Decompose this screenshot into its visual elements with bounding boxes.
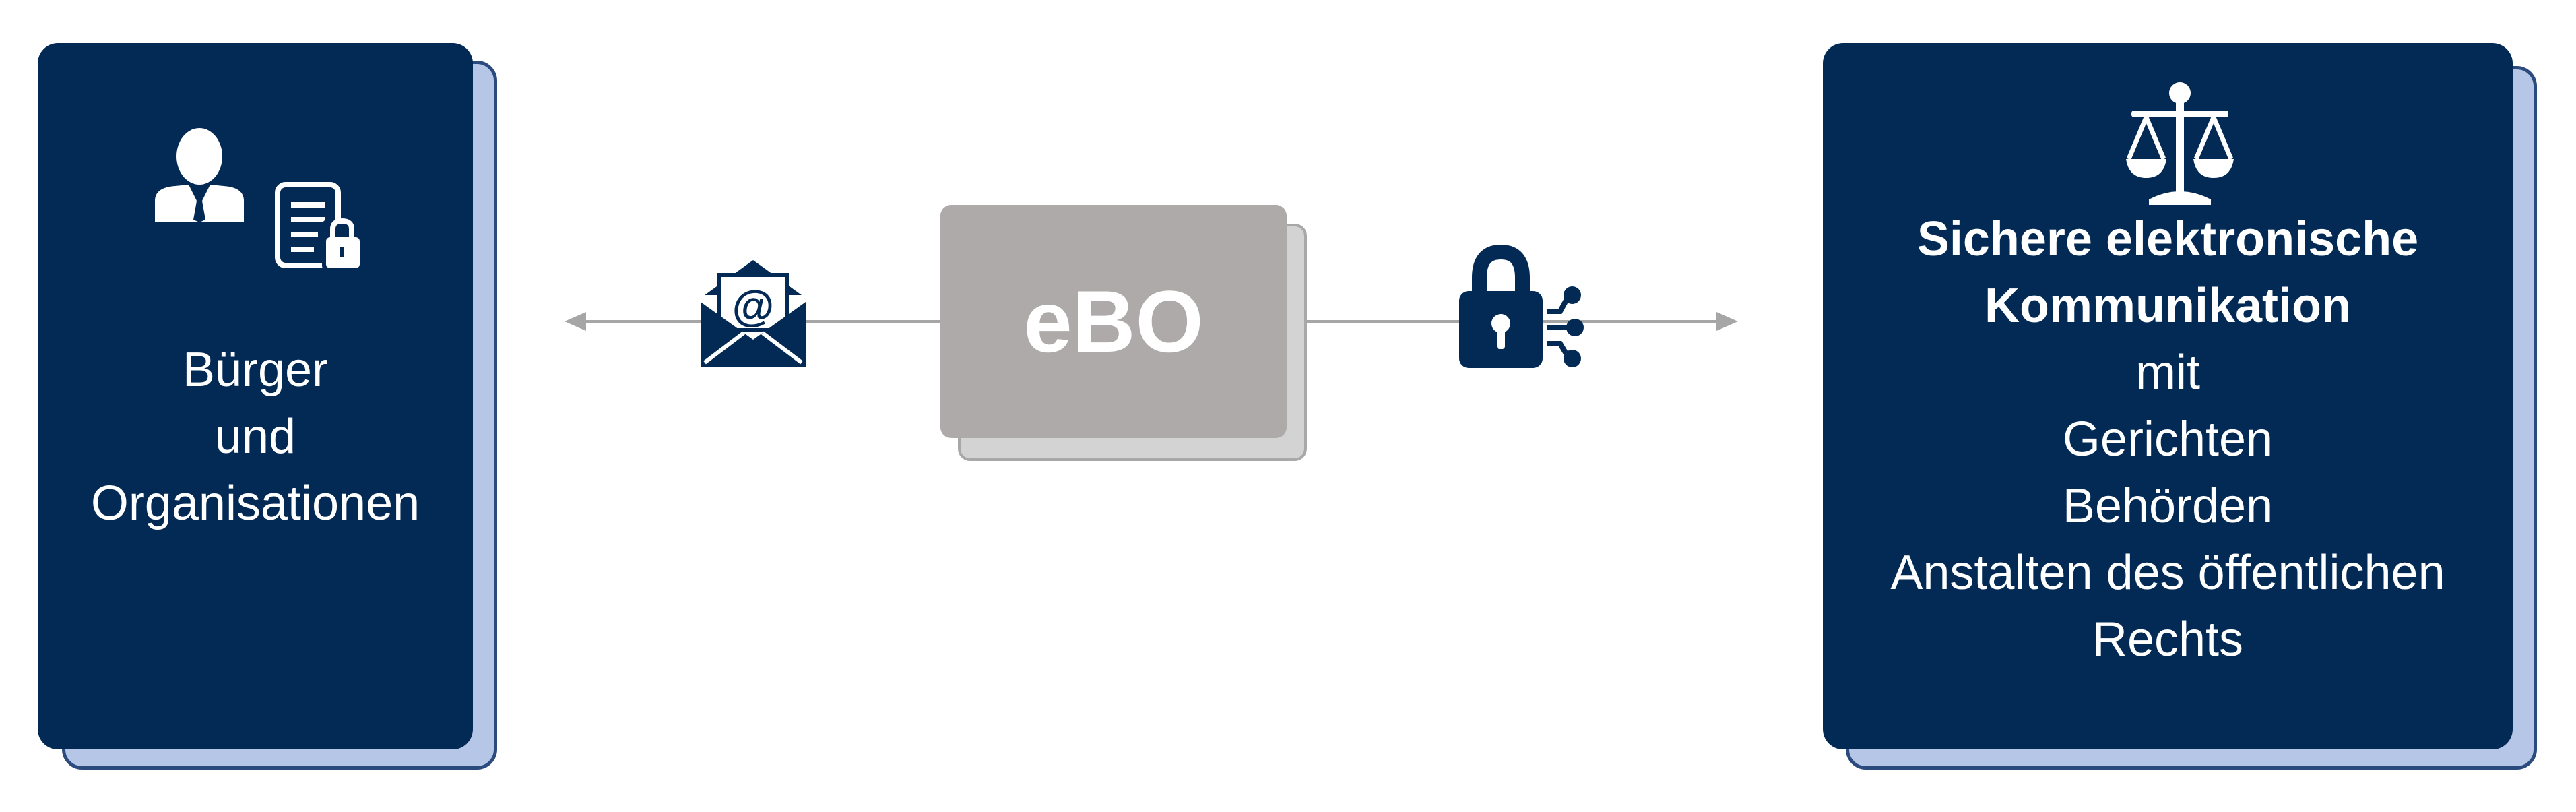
ebo-label: eBO: [1023, 272, 1204, 371]
left-arrowhead: [565, 312, 586, 331]
left-panel-line-3: Organisationen: [90, 476, 420, 530]
email-envelope-icon: @: [701, 260, 806, 367]
right-panel-line-2: Gerichten: [2062, 412, 2274, 466]
user-icon: [155, 128, 244, 222]
left-panel-line-2: und: [214, 410, 296, 464]
right-panel-line-3: Behörden: [2062, 479, 2274, 533]
right-panel-text: Sichere elektronische Kommunikation mit …: [1823, 206, 2513, 673]
left-panel-text: Bürger und Organisationen: [38, 337, 473, 537]
left-panel: Bürger und Organisationen: [38, 43, 473, 749]
ebo-box: eBO: [940, 205, 1287, 438]
digital-lock-icon: [1459, 244, 1584, 368]
right-panel-title-line-2: Kommunikation: [1984, 279, 2351, 333]
right-panel-line-4: Anstalten des öffentlichen: [1890, 546, 2445, 600]
locked-document-icon: [275, 182, 364, 271]
right-arrowhead: [1716, 312, 1738, 331]
right-panel-line-5: Rechts: [2092, 613, 2244, 666]
scales-of-justice-icon: [2126, 82, 2234, 205]
right-panel: Sichere elektronische Kommunikation mit …: [1823, 43, 2513, 749]
svg-text:@: @: [732, 282, 774, 330]
right-panel-line-1: mit: [2135, 346, 2200, 400]
left-panel-line-1: Bürger: [182, 343, 329, 397]
right-panel-title-line-1: Sichere elektronische: [1917, 212, 2419, 266]
